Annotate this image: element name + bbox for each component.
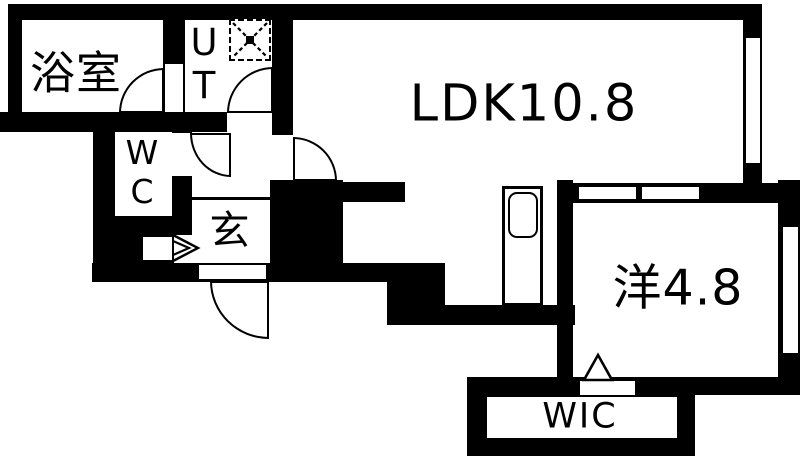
- wall-bedroom-west: [557, 180, 573, 377]
- wall-step-block: [387, 281, 445, 325]
- room-label-entrance: 玄: [209, 208, 251, 254]
- wc-door-arc: [190, 133, 231, 177]
- entrance-door-leaf: [197, 263, 268, 281]
- sliding-door-panel-right: [640, 185, 701, 201]
- wall-band-upper: [0, 112, 293, 132]
- room-label-toilet: WC: [122, 133, 162, 211]
- doorway-triangle-icon: [581, 352, 615, 382]
- room-label-western: 洋4.8: [612, 259, 744, 317]
- bathroom-door-opening: [165, 64, 183, 112]
- entrance-closet: [143, 237, 172, 260]
- wall-bathroom-left: [8, 20, 22, 112]
- room-label-wic: WIC: [542, 396, 618, 437]
- bedroom-window: [783, 227, 798, 353]
- wall-entry-bottom-band: [92, 263, 445, 282]
- wall-top: [8, 4, 762, 20]
- wic-floor: [487, 397, 677, 438]
- wic-opening: [580, 381, 635, 395]
- genkan-step-line: [190, 197, 270, 200]
- wall-ut-east: [272, 20, 293, 135]
- closet-divider-line: [171, 235, 174, 263]
- room-label-bathroom: 浴室: [29, 46, 123, 100]
- ldk-window: [746, 38, 760, 163]
- wall-kitchen-bottom: [445, 305, 575, 325]
- kitchen-sink-icon: [508, 192, 538, 238]
- utility-door-opening: [227, 112, 272, 132]
- bifold-door-icon: [172, 233, 201, 263]
- entrance-door-arc: [210, 281, 269, 339]
- wall-wc-west: [93, 132, 115, 263]
- room-label-ldk: LDK10.8: [409, 74, 639, 134]
- washing-machine-pan-x-icon: [232, 22, 268, 58]
- wc-door-opening: [172, 133, 192, 176]
- room-label-utility: UT: [182, 21, 226, 107]
- wall-ldk-lower-segment: [330, 182, 405, 202]
- sliding-door-panel-left: [577, 185, 638, 201]
